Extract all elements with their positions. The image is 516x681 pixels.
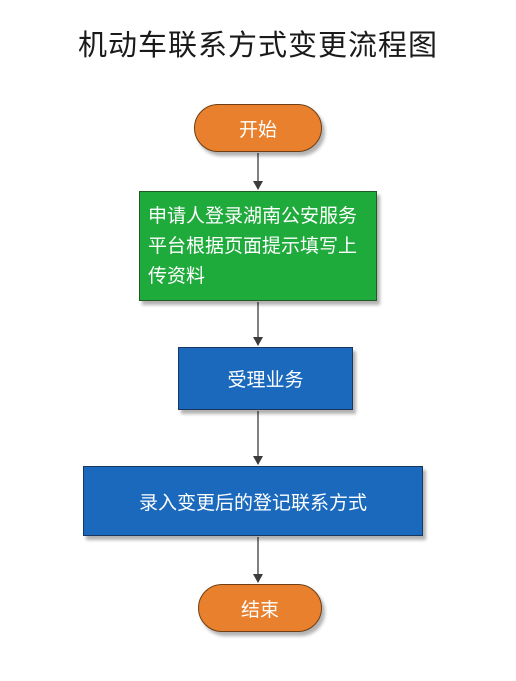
step2-node-label: 受理业务 <box>227 369 304 391</box>
step2-node: 受理业务 <box>178 347 353 410</box>
end-node-label: 结束 <box>240 598 279 621</box>
end-node: 结束 <box>198 584 322 632</box>
step3-node: 录入变更后的登记联系方式 <box>83 466 423 536</box>
step1-node-label: 申请人登录湖南公安服务平台根据页面提示填写上传资料 <box>148 205 358 287</box>
start-node-label: 开始 <box>238 118 277 141</box>
start-node: 开始 <box>194 104 322 152</box>
diagram-title: 机动车联系方式变更流程图 <box>77 28 438 62</box>
step1-node: 申请人登录湖南公安服务平台根据页面提示填写上传资料 <box>139 191 377 301</box>
step3-node-label: 录入变更后的登记联系方式 <box>138 491 367 514</box>
